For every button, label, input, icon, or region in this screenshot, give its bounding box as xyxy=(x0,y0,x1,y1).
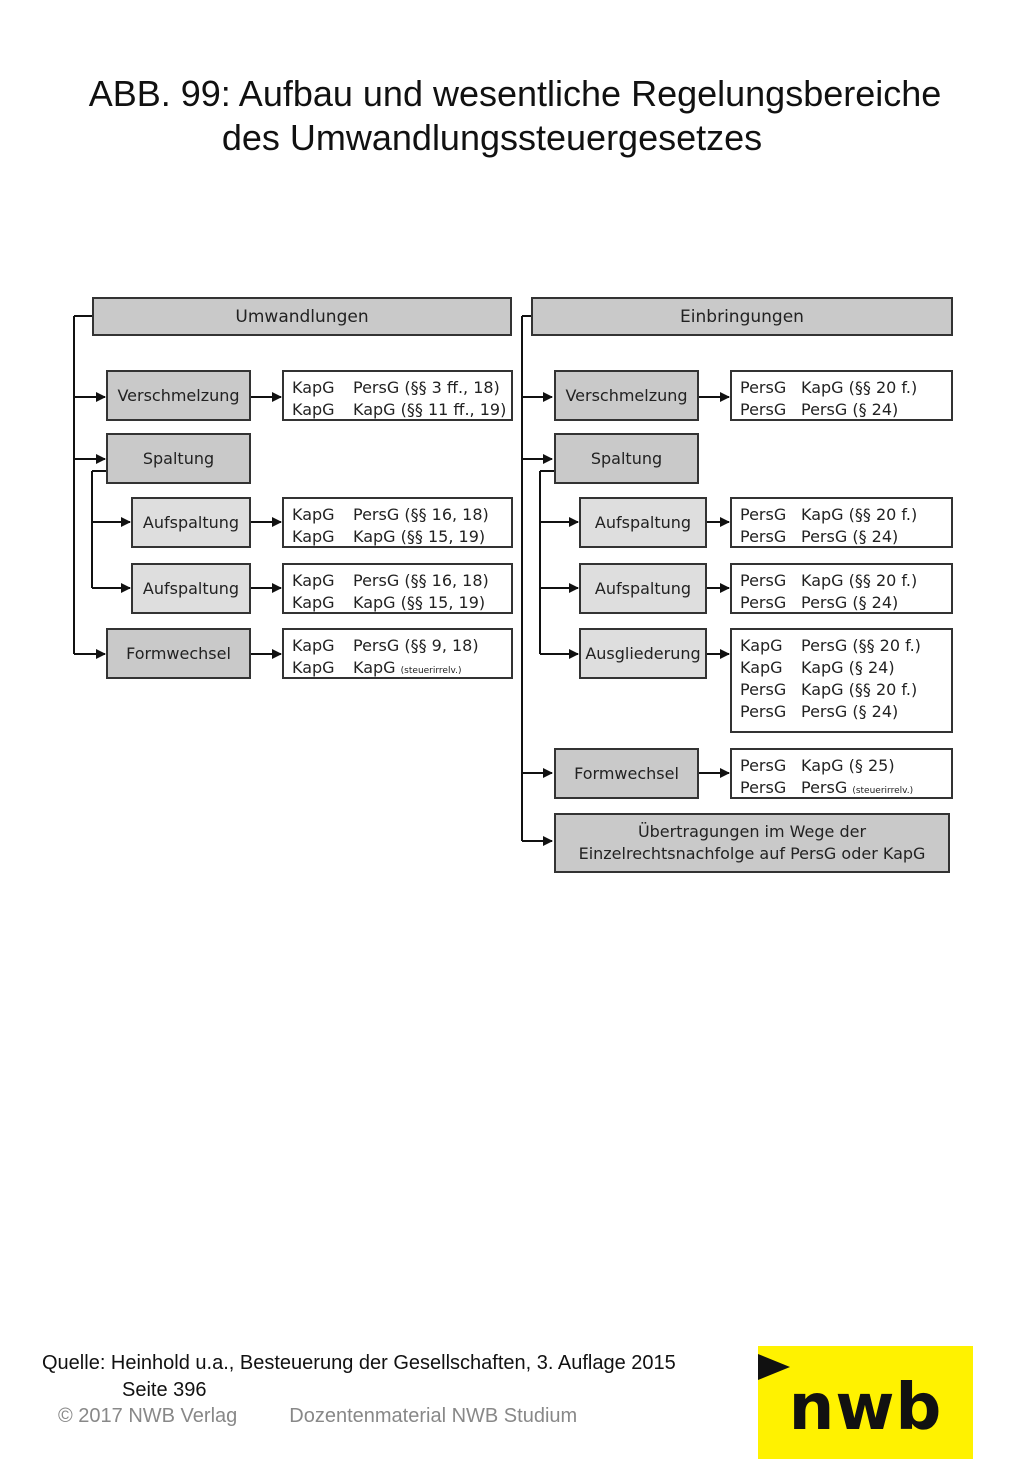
right-aufspaltung-2-box: Aufspaltung xyxy=(579,563,707,614)
page-title: ABB. 99: Aufbau und wesentliche Regelung… xyxy=(0,72,1024,160)
einbringungen-header: Einbringungen xyxy=(531,297,953,336)
left-formwechsel-box: Formwechsel xyxy=(106,628,251,679)
left-aufspaltung-2-box: Aufspaltung xyxy=(131,563,251,614)
source-citation: Quelle: Heinhold u.a., Besteuerung der G… xyxy=(42,1352,676,1401)
title-line-2: des Umwandlungssteuergesetzes xyxy=(221,117,763,158)
title-line-1: ABB. 99: Aufbau und wesentliche Regelung… xyxy=(88,73,942,114)
material-text: Dozentenmaterial NWB Studium xyxy=(289,1405,578,1427)
right-aufspaltung-1-box: Aufspaltung xyxy=(579,497,707,548)
footer: © 2017 NWB Verlag Dozentenmaterial NWB St… xyxy=(58,1405,577,1428)
umwandlungen-header: Umwandlungen xyxy=(92,297,512,336)
uebertragungen-box: Übertragungen im Wege der Einzelrechtsna… xyxy=(554,813,950,873)
logo-arrow-icon xyxy=(758,1354,790,1380)
nwb-logo: nwb xyxy=(758,1346,973,1459)
left-spaltung-box: Spaltung xyxy=(106,433,251,484)
right-ausgliederung-box: Ausgliederung xyxy=(579,628,707,679)
right-spaltung-box: Spaltung xyxy=(554,433,699,484)
right-verschmelzung-box: Verschmelzung xyxy=(554,370,699,421)
right-formwechsel-box: Formwechsel xyxy=(554,748,699,799)
steuerirrelevant-note: (steuerirrelv.) xyxy=(852,786,914,796)
left-verschmelzung-box: Verschmelzung xyxy=(106,370,251,421)
left-aufspaltung-1-box: Aufspaltung xyxy=(131,497,251,548)
steuerirrelevant-note: (steuerirrelv.) xyxy=(400,666,462,676)
copyright-text: © 2017 NWB Verlag xyxy=(58,1405,238,1427)
